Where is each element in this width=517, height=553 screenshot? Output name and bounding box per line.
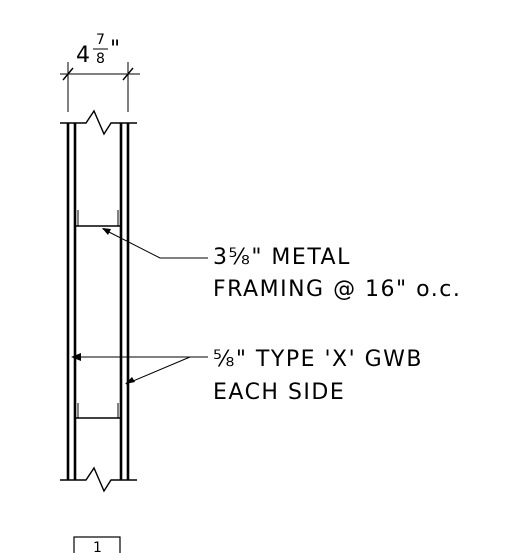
width-dimension: 4 7 8 " bbox=[60, 32, 140, 112]
callout-framing-line2: FRAMING @ 16" o.c. bbox=[213, 277, 461, 302]
break-line-bottom bbox=[60, 466, 137, 493]
break-line-top bbox=[60, 109, 137, 136]
callout-framing-line1: 3⅝" METAL bbox=[213, 245, 351, 270]
arrowhead bbox=[102, 228, 111, 235]
dimension-inch-mark: " bbox=[110, 37, 122, 62]
detail-tag-number: 1 bbox=[93, 540, 102, 553]
tick-mark-right bbox=[122, 67, 134, 81]
metal-stud-lower bbox=[75, 403, 121, 419]
metal-stud-upper bbox=[75, 210, 121, 227]
wall-assembly bbox=[60, 109, 137, 493]
arrowhead bbox=[125, 377, 135, 384]
detail-tag-box bbox=[73, 536, 121, 553]
dimension-whole: 4 bbox=[76, 43, 92, 68]
detail-tag: 1 bbox=[73, 536, 121, 553]
dimension-numerator: 7 bbox=[96, 32, 105, 48]
callout-gwb-line1: ⅝" TYPE 'X' GWB bbox=[213, 347, 423, 372]
tick-mark-left bbox=[62, 67, 74, 81]
callout-gwb-line2: EACH SIDE bbox=[213, 380, 345, 405]
dimension-denominator: 8 bbox=[96, 51, 105, 67]
leader-gwb bbox=[71, 353, 208, 385]
leader-framing bbox=[102, 228, 208, 259]
arrowhead bbox=[71, 353, 81, 361]
